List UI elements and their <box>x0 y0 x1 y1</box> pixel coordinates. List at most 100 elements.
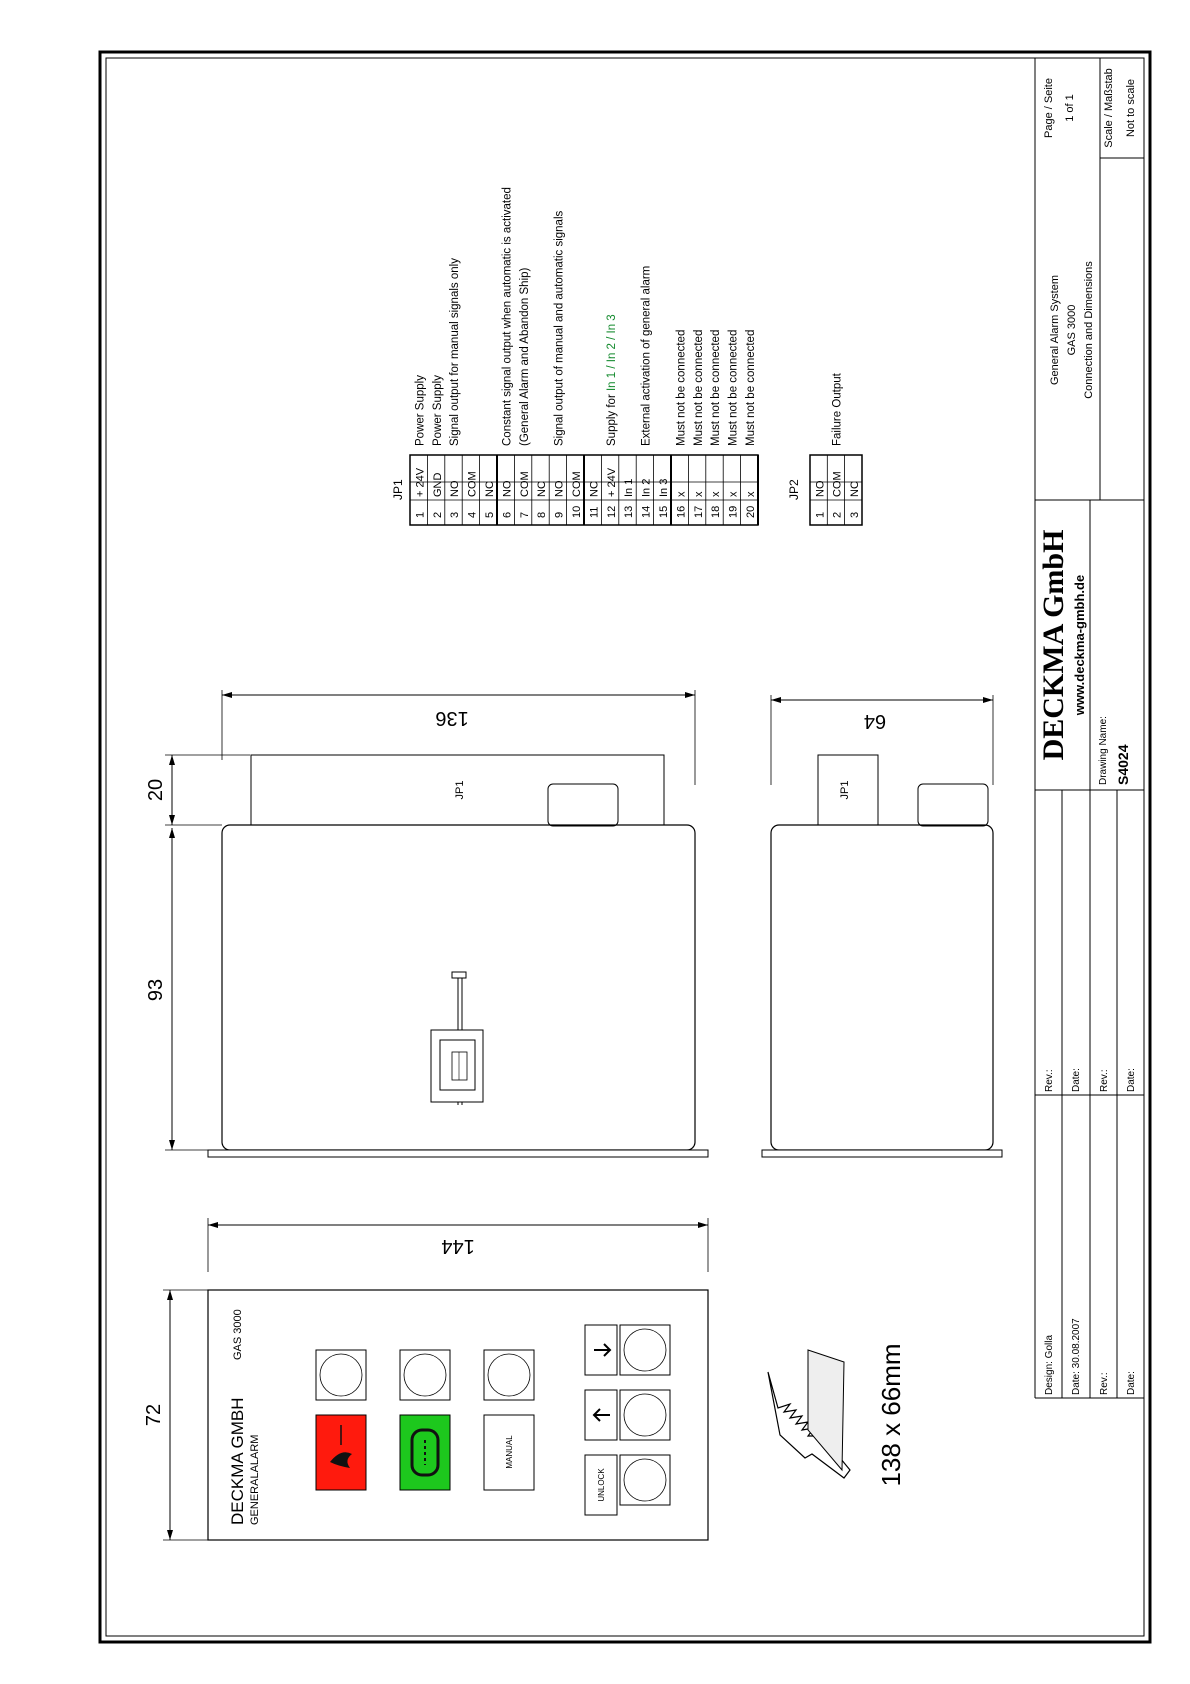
panel-model: GAS 3000 <box>232 1309 244 1360</box>
jp1-pin-number: 11 <box>588 507 600 518</box>
jp1-pin-description: Constant signal output when automatic is… <box>501 187 513 446</box>
alarm-symbol-icon <box>330 1452 352 1468</box>
jp1-pin-number: 3 <box>449 512 461 518</box>
jp1-pin-description: Power Supply <box>432 375 444 446</box>
jp1-pin-number: 7 <box>519 512 531 518</box>
jp1-pin-number: 16 <box>675 506 687 518</box>
saw-cutout-icon <box>767 1371 851 1479</box>
jp1-pin-signal: x <box>675 491 687 497</box>
panel-brand: DECKMA GMBH <box>228 1397 247 1525</box>
design-date: Date: 30.08.2007 <box>1071 1318 1082 1395</box>
jp1-pin-signal: x <box>693 491 705 497</box>
arrow-down-icon <box>594 1343 612 1357</box>
jp1-pin-description: Must not be connected <box>745 330 757 446</box>
jp1-pin-number: 2 <box>432 512 444 518</box>
jp1-pin-signal: + 24V <box>606 467 618 497</box>
connector-label-side: JP1 <box>839 781 851 800</box>
unlock-label: UNLOCK <box>597 1468 606 1502</box>
manual-label: MANUAL <box>505 1435 514 1469</box>
drawing-name: S4024 <box>1115 744 1131 785</box>
jp1-pin-number: 6 <box>501 512 513 518</box>
desc-line-1: General Alarm System <box>1049 275 1061 385</box>
jp1-pin-signal: + 24V <box>414 467 426 497</box>
jp1-pin-number: 14 <box>641 506 653 518</box>
jp1-pin-signal: NO <box>501 480 513 497</box>
unlock-button[interactable] <box>584 1454 618 1516</box>
jp2-pin-number: 2 <box>832 512 844 518</box>
website: www.deckma-gmbh.de <box>1072 575 1087 716</box>
jp1-pin-number: 18 <box>710 506 722 518</box>
jp1-label: JP1 <box>391 479 405 500</box>
jp1-pin-signal: COM <box>467 471 479 497</box>
jp1-pin-description: Supply for In 1 / In 2 / In 3 <box>606 314 618 446</box>
jp1-pin-description: Signal output for manual signals only <box>449 258 461 446</box>
rev-label-2: Rev.: <box>1099 1069 1110 1092</box>
round-button-1[interactable] <box>619 1324 671 1376</box>
jp1-pin-description: Must not be connected <box>710 330 722 446</box>
jp2-pin-signal: NO <box>814 480 826 497</box>
jp2-pin-number: 3 <box>849 512 861 518</box>
jp1-pin-number: 20 <box>745 506 757 518</box>
rev-label-1: Rev.: <box>1044 1069 1055 1092</box>
jp2-pin-number: 1 <box>814 512 826 518</box>
inner-border <box>105 57 1145 1637</box>
desc-line-2: GAS 3000 <box>1066 305 1078 356</box>
jp2-pin-signal: NC <box>849 481 861 497</box>
connector-label-top: JP1 <box>454 781 466 800</box>
jp1-pin-signal: NC <box>588 481 600 497</box>
round-button-3[interactable] <box>619 1454 671 1506</box>
jp1-pin-number: 19 <box>728 506 740 518</box>
jp1-pin-description: Must not be connected <box>693 330 705 446</box>
design-label: Design: Golla <box>1044 1335 1055 1395</box>
front-panel-view: 144 72 DECKMA GMBH GENERALALARM GAS 3000… <box>143 1218 709 1541</box>
date-label-1: Date: <box>1071 1068 1082 1092</box>
brand-logo: DECKMA GmbH <box>1037 530 1070 761</box>
jp1-pin-signal: NC <box>484 481 496 497</box>
jp1-pin-description: External activation of general alarm <box>641 266 653 446</box>
round-button-2[interactable] <box>619 1389 671 1441</box>
page-label: Page / Seite <box>1043 78 1055 138</box>
date-label-3: Date: <box>1126 1371 1137 1395</box>
scale-value: Not to scale <box>1125 79 1137 137</box>
jp1-pin-description: Power Supply <box>414 375 426 446</box>
dim-144: 144 <box>441 1235 474 1257</box>
jp2-pin-signal: COM <box>832 471 844 497</box>
page-value: 1 of 1 <box>1064 94 1076 122</box>
jp1-pin-signal: COM <box>571 471 583 497</box>
panel-subtitle: GENERALALARM <box>249 1435 261 1525</box>
jp1-pin-description: Must not be connected <box>675 330 687 446</box>
jp2-terminal-table: JP2 1 NO 2 COM Failure Output 3 NC <box>787 372 863 526</box>
cutout-size: 138 x 66mm <box>876 1343 906 1486</box>
scale-label: Scale / Maßstab <box>1103 68 1115 147</box>
jp1-pin-number: 5 <box>484 512 496 518</box>
jp1-pin-signal: x <box>728 491 740 497</box>
jp1-pin-description: (General Alarm and Abandon Ship) <box>519 267 531 446</box>
jp1-pin-number: 4 <box>467 512 479 518</box>
jp2-pin-description: Failure Output <box>832 372 844 446</box>
indicator-lamp-3 <box>483 1349 535 1401</box>
arrow-up-icon <box>592 1408 610 1422</box>
lifeboat-icon <box>410 1428 440 1477</box>
jp1-pin-signal: In 3 <box>658 479 670 497</box>
date-label-2: Date: <box>1126 1068 1137 1092</box>
panel-cutout-callout: 138 x 66mm <box>767 1343 906 1487</box>
jp1-pin-number: 8 <box>536 512 548 518</box>
dim-93: 93 <box>145 979 167 1001</box>
dim-136: 136 <box>435 707 468 729</box>
manual-button[interactable] <box>483 1414 535 1491</box>
jp1-pin-number: 12 <box>606 506 618 518</box>
desc-line-3: Connection and Dimensions <box>1083 261 1095 399</box>
jp1-pin-description: Signal output of manual and automatic si… <box>554 210 566 446</box>
housing-side-view: 64 JP1 <box>761 695 1003 1158</box>
jp2-label: JP2 <box>787 479 801 500</box>
housing-top-view: 136 JP1 20 93 <box>145 690 709 1158</box>
dim-20: 20 <box>145 779 167 801</box>
dim-72: 72 <box>143 1404 165 1426</box>
indicator-lamp-1 <box>315 1349 367 1401</box>
jp1-pin-signal: NO <box>449 480 461 497</box>
outer-border <box>98 50 1152 1644</box>
dim-64: 64 <box>864 710 886 732</box>
title-block: Page / Seite 1 of 1 Scale / Maßstab Not … <box>1034 58 1144 1399</box>
jp1-pin-signal: COM <box>519 471 531 497</box>
